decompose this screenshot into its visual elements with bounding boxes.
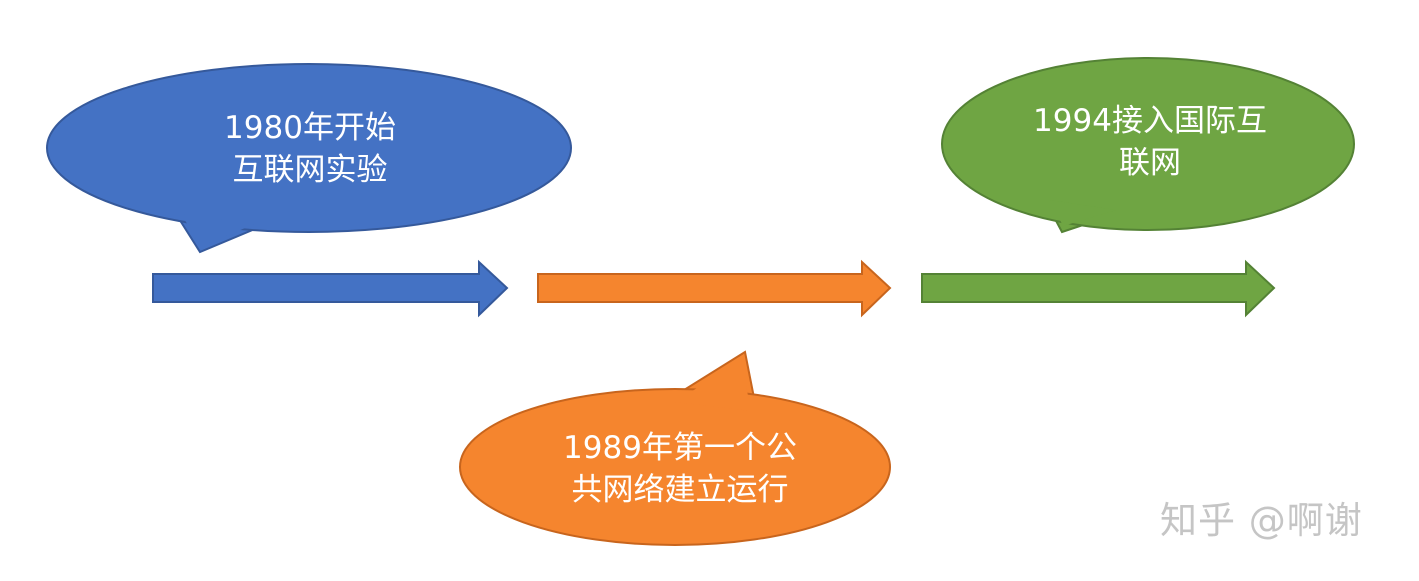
callout-1994 <box>941 57 1355 234</box>
callout-1989-line1: 1989年第一个公 <box>563 430 797 466</box>
watermark: 知乎 @啊谢 <box>1160 499 1363 542</box>
callout-1980-line2: 互联网实验 <box>232 152 388 188</box>
callout-1980-line1: 1980年开始 <box>224 110 396 146</box>
callout-1989-text: 1989年第一个公 共网络建立运行 <box>515 427 845 511</box>
timeline-arrow-2 <box>537 259 892 318</box>
timeline-arrow-3 <box>921 259 1276 318</box>
callout-1980-text: 1980年开始 互联网实验 <box>150 107 470 191</box>
callout-1994-line2: 联网 <box>1119 145 1181 181</box>
timeline-arrow-1 <box>152 259 509 318</box>
callout-1989-line2: 共网络建立运行 <box>571 472 789 508</box>
callout-1980 <box>46 63 572 254</box>
callout-1994-text: 1994接入国际互 联网 <box>985 100 1315 184</box>
callout-1989 <box>459 350 891 546</box>
callout-1994-line1: 1994接入国际互 <box>1033 103 1267 139</box>
